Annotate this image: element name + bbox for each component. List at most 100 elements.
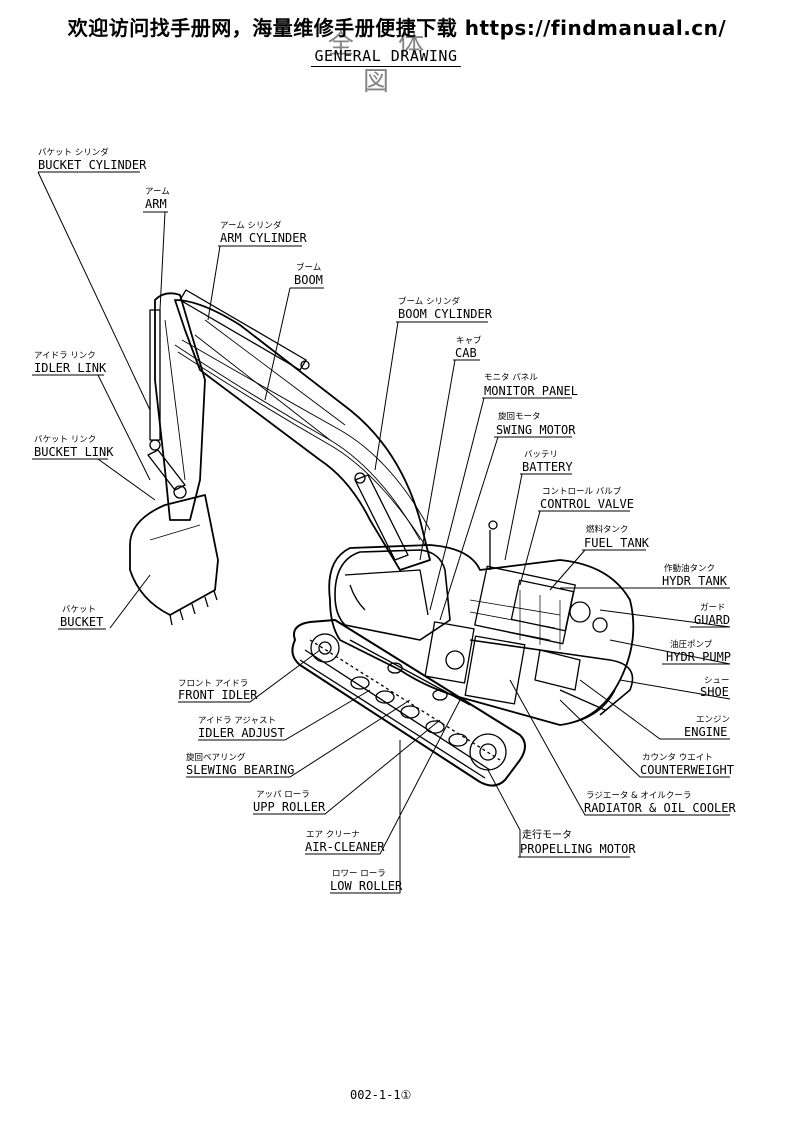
svg-text:SHOE: SHOE <box>700 685 729 699</box>
svg-text:LOW ROLLER: LOW ROLLER <box>330 879 403 893</box>
label-bucket-cylinder: バケット シリンダ BUCKET CYLINDER <box>38 147 147 173</box>
svg-text:BATTERY: BATTERY <box>522 460 573 474</box>
label-hydr-pump: 油圧ポンプ HYDR PUMP <box>662 639 731 665</box>
svg-text:アーム シリンダ: アーム シリンダ <box>220 220 282 231</box>
svg-text:HYDR PUMP: HYDR PUMP <box>666 650 731 664</box>
arm-outline <box>154 292 206 521</box>
label-slewing-bearing: 旋回ベアリング SLEWING BEARING <box>186 752 294 777</box>
svg-text:コントロール バルブ: コントロール バルブ <box>542 486 622 497</box>
svg-text:ENGINE: ENGINE <box>684 725 727 739</box>
page-title-japanese: 全 体 図 <box>327 30 443 97</box>
svg-text:PROPELLING MOTOR: PROPELLING MOTOR <box>520 842 636 856</box>
part-labels: バケット シリンダ BUCKET CYLINDER アーム ARM アーム シリ… <box>32 147 736 893</box>
excavator-illustration <box>129 289 635 787</box>
svg-text:バケット シリンダ: バケット シリンダ <box>38 147 109 158</box>
boom-hoses <box>174 339 431 546</box>
bucket-cylinder-shape <box>149 309 161 451</box>
label-low-roller: ロワー ローラ LOW ROLLER <box>330 869 403 893</box>
svg-text:AIR-CLEANER: AIR-CLEANER <box>305 840 385 854</box>
svg-text:バケット リンク: バケット リンク <box>34 435 96 445</box>
engine-compartment <box>424 520 608 705</box>
boom-outline <box>174 299 431 571</box>
leader-lines <box>37 171 731 894</box>
svg-text:GUARD: GUARD <box>694 613 730 627</box>
svg-text:燃料タンク: 燃料タンク <box>586 524 629 535</box>
svg-text:CAB: CAB <box>455 346 477 360</box>
label-radiator-oil-cooler: ラジエータ & オイルクーラ RADIATOR & OIL COOLER <box>584 791 736 815</box>
label-fuel-tank: 燃料タンク FUEL TANK <box>582 524 650 551</box>
svg-text:旋回ベアリング: 旋回ベアリング <box>186 752 246 763</box>
svg-text:ブーム シリンダ: ブーム シリンダ <box>398 296 460 307</box>
track-rollers <box>350 662 468 747</box>
label-shoe: シュー SHOE <box>700 676 730 699</box>
label-guard: ガード GUARD <box>690 602 730 628</box>
svg-text:BOOM CYLINDER: BOOM CYLINDER <box>398 307 493 321</box>
svg-text:IDLER ADJUST: IDLER ADJUST <box>198 726 285 740</box>
svg-text:BOOM: BOOM <box>294 273 323 287</box>
svg-text:アッパ ローラ: アッパ ローラ <box>256 790 310 800</box>
label-propelling-motor: 走行モータ PROPELLING MOTOR <box>518 828 636 858</box>
svg-text:COUNTERWEIGHT: COUNTERWEIGHT <box>640 763 734 777</box>
arm-cylinder-shape <box>179 289 310 371</box>
svg-text:アイドラ リンク: アイドラ リンク <box>34 351 96 361</box>
svg-text:バッテリ: バッテリ <box>524 450 558 460</box>
svg-text:シュー: シュー <box>704 676 730 686</box>
download-banner: 欢迎访问找手册网，海量维修手册便捷下载 https://findmanual.c… <box>67 16 727 40</box>
svg-text:RADIATOR & OIL COOLER: RADIATOR & OIL COOLER <box>584 801 736 815</box>
svg-text:フロント アイドラ: フロント アイドラ <box>178 679 248 689</box>
boom-cylinder-shape <box>354 472 409 561</box>
svg-text:ARM: ARM <box>145 197 167 211</box>
svg-text:ARM CYLINDER: ARM CYLINDER <box>220 231 307 245</box>
label-cab: キャブ CAB <box>453 335 482 361</box>
svg-text:BUCKET: BUCKET <box>60 615 103 629</box>
svg-text:MONITOR PANEL: MONITOR PANEL <box>484 384 578 398</box>
label-arm: アーム ARM <box>143 187 170 213</box>
label-air-cleaner: エア クリーナ AIR-CLEANER <box>305 830 385 854</box>
crawler-track <box>291 619 634 787</box>
svg-text:旋回モータ: 旋回モータ <box>498 411 541 422</box>
label-boom: ブーム BOOM <box>290 262 324 289</box>
svg-text:UPP ROLLER: UPP ROLLER <box>253 800 326 814</box>
label-front-idler: フロント アイドラ FRONT IDLER <box>178 679 258 702</box>
svg-text:IDLER LINK: IDLER LINK <box>34 361 107 375</box>
front-idler-wheel <box>310 633 340 663</box>
bucket-shape <box>129 494 219 626</box>
svg-text:走行モータ: 走行モータ <box>522 828 572 841</box>
svg-text:モニタ パネル: モニタ パネル <box>484 373 538 383</box>
label-boom-cylinder: ブーム シリンダ BOOM CYLINDER <box>396 296 493 323</box>
label-counterweight: カウンタ ウエイト COUNTERWEIGHT <box>640 753 734 777</box>
label-swing-motor: 旋回モータ SWING MOTOR <box>494 411 576 438</box>
svg-text:バケット: バケット <box>62 605 96 615</box>
label-monitor-panel: モニタ パネル MONITOR PANEL <box>482 373 578 399</box>
svg-text:エンジン: エンジン <box>696 715 730 725</box>
svg-text:作動油タンク: 作動油タンク <box>664 563 715 574</box>
svg-text:アーム: アーム <box>145 187 170 197</box>
label-bucket: バケット BUCKET <box>58 605 106 630</box>
svg-text:FUEL TANK: FUEL TANK <box>584 536 650 550</box>
svg-text:カウンタ ウエイト: カウンタ ウエイト <box>642 753 713 763</box>
label-engine: エンジン ENGINE <box>684 715 730 739</box>
links-shape <box>147 449 187 499</box>
svg-text:ロワー ローラ: ロワー ローラ <box>332 869 386 879</box>
svg-text:SWING MOTOR: SWING MOTOR <box>496 423 576 437</box>
label-idler-link: アイドラ リンク IDLER LINK <box>32 351 107 376</box>
page-title: GENERAL DRAWING <box>311 47 461 67</box>
label-hydr-tank: 作動油タンク HYDR TANK <box>660 563 730 589</box>
svg-text:BUCKET LINK: BUCKET LINK <box>34 445 114 459</box>
label-bucket-link: バケット リンク BUCKET LINK <box>32 435 114 460</box>
label-control-valve: コントロール バルブ CONTROL VALVE <box>538 486 634 512</box>
label-upp-roller: アッパ ローラ UPP ROLLER <box>253 790 326 814</box>
svg-text:油圧ポンプ: 油圧ポンプ <box>670 639 713 650</box>
cab-outline <box>334 549 451 641</box>
svg-text:アイドラ アジャスト: アイドラ アジャスト <box>198 716 276 726</box>
label-arm-cylinder: アーム シリンダ ARM CYLINDER <box>218 220 307 247</box>
label-battery: バッテリ BATTERY <box>520 450 573 475</box>
svg-text:SLEWING BEARING: SLEWING BEARING <box>186 763 294 777</box>
svg-text:ガード: ガード <box>700 602 726 613</box>
svg-text:ブーム: ブーム <box>296 262 321 273</box>
svg-text:キャブ: キャブ <box>456 335 482 346</box>
svg-text:FRONT IDLER: FRONT IDLER <box>178 688 258 702</box>
svg-text:ラジエータ & オイルクーラ: ラジエータ & オイルクーラ <box>586 791 691 801</box>
svg-text:BUCKET CYLINDER: BUCKET CYLINDER <box>38 158 147 172</box>
